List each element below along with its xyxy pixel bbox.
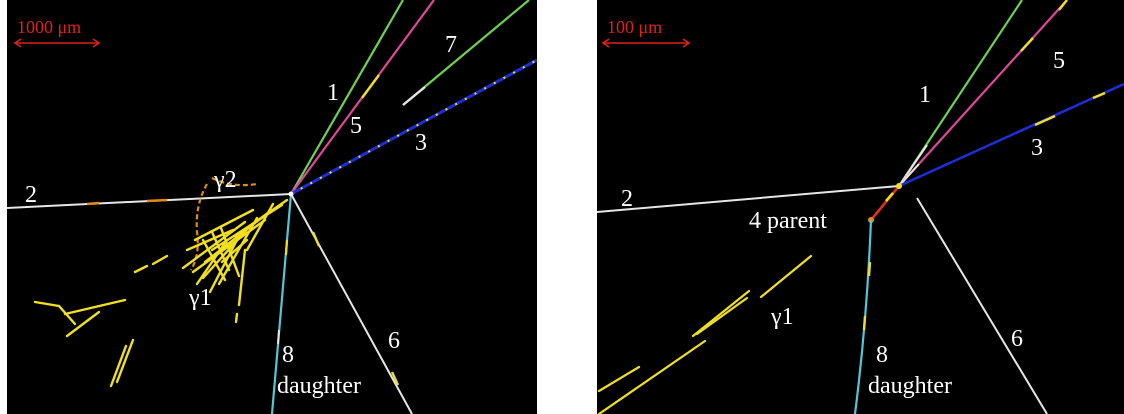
label-track-4-parent-right: 4 parent xyxy=(749,208,827,234)
label-track-1-left: 1 xyxy=(327,80,339,106)
gamma-1-right xyxy=(597,254,813,414)
label-gamma-1-left: γ1 xyxy=(188,285,212,311)
track-2-right xyxy=(597,185,900,213)
label-track-6-left: 6 xyxy=(388,328,400,354)
label-gamma-2-left: γ2 xyxy=(213,167,237,193)
track-4-parent-right xyxy=(868,185,901,223)
right-panel: 100 μm xyxy=(597,0,1124,414)
track-5-right xyxy=(898,0,1068,187)
track-3-left xyxy=(290,58,537,196)
label-daughter-left: daughter xyxy=(277,373,361,399)
gamma-1-shower xyxy=(33,198,289,388)
label-track-5-right: 5 xyxy=(1053,48,1065,74)
primary-vertex-right xyxy=(896,183,902,189)
label-gamma-1-right: γ1 xyxy=(770,304,794,330)
label-track-8-left: 8 xyxy=(282,342,294,368)
track-7-left xyxy=(402,0,530,106)
track-6-right xyxy=(916,197,1048,414)
label-track-5-left: 5 xyxy=(350,113,362,139)
label-track-3-right: 3 xyxy=(1031,135,1043,161)
scale-label-right: 100 μm xyxy=(607,17,662,37)
track-1-right xyxy=(898,0,1023,187)
track-8-left xyxy=(270,193,293,414)
track-6-left xyxy=(290,193,413,414)
label-track-8-right: 8 xyxy=(876,342,888,368)
track-8-right xyxy=(853,219,873,414)
label-daughter-right: daughter xyxy=(868,373,952,399)
label-track-1-right: 1 xyxy=(919,82,931,108)
track-3-right xyxy=(898,82,1124,188)
scale-bar-right: 100 μm xyxy=(601,17,691,48)
label-track-2-left: 2 xyxy=(25,182,37,208)
scale-bar-left: 1000 μm xyxy=(13,17,101,48)
left-panel: 1000 μm xyxy=(7,0,537,414)
scale-label-left: 1000 μm xyxy=(17,17,81,37)
right-event-display: 100 μm xyxy=(597,0,1124,414)
label-track-7-left: 7 xyxy=(445,32,457,58)
label-track-3-left: 3 xyxy=(415,130,427,156)
label-track-2-right: 2 xyxy=(621,186,633,212)
label-track-6-right: 6 xyxy=(1011,326,1023,352)
track-1-left xyxy=(290,0,404,195)
track-2-left xyxy=(7,193,292,209)
left-event-display: 1000 μm xyxy=(7,0,537,414)
gamma-2-shower xyxy=(190,177,258,271)
primary-vertex-left xyxy=(288,191,294,197)
